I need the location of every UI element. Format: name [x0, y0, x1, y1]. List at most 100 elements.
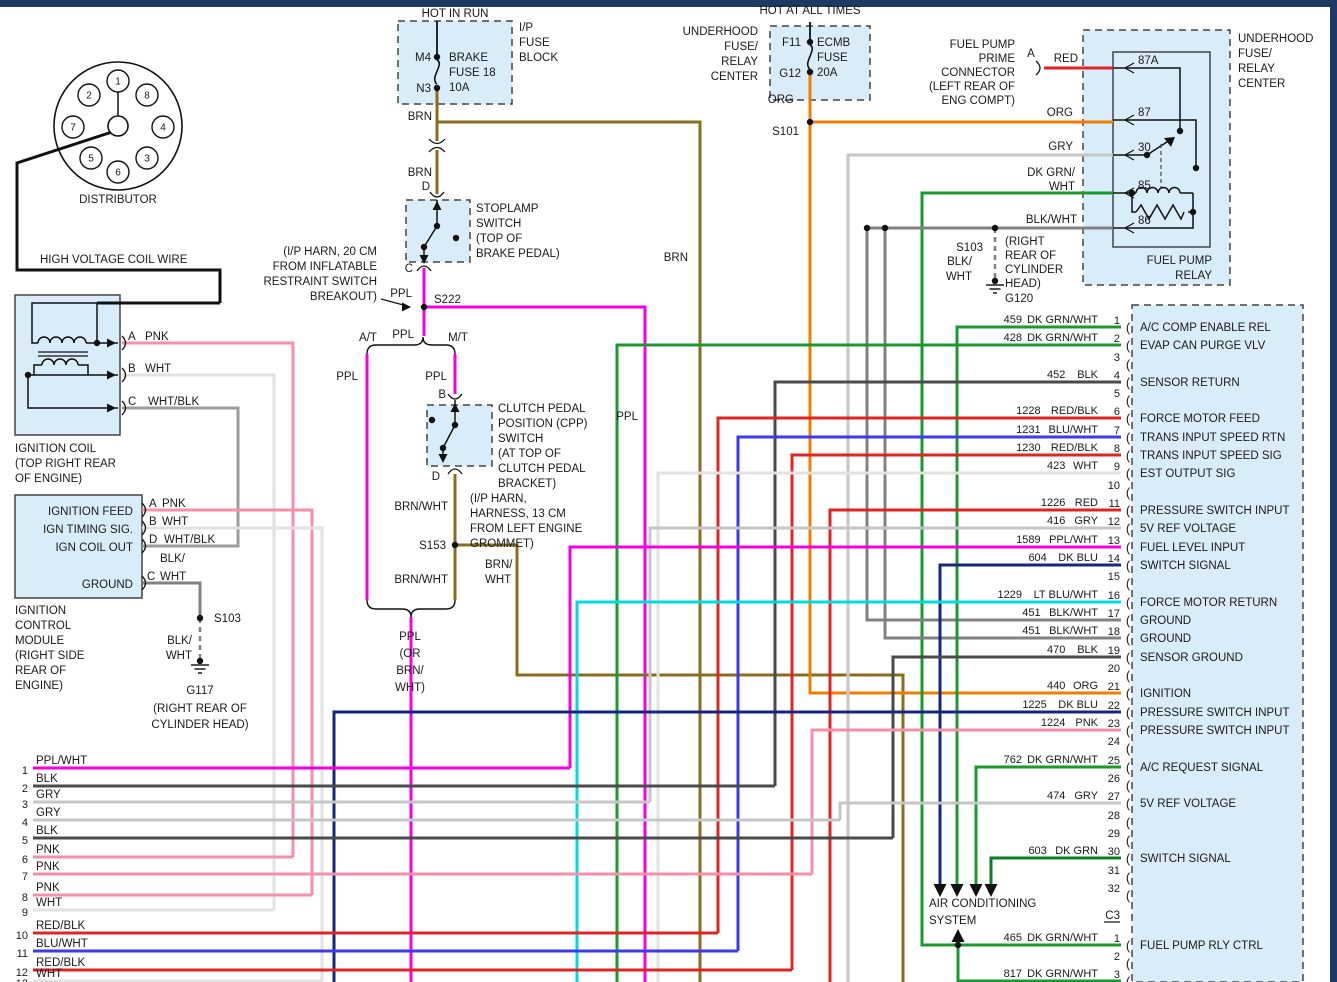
icm-pin-d-arc — [141, 538, 147, 554]
pcm-pin-number-17: 17 — [1108, 608, 1120, 620]
label-restraint-switch: RESTRAINT SWITCH — [263, 276, 377, 288]
pcm-pin-circuit-21: 440 — [1047, 680, 1065, 692]
pcm-c3-pin-number-1: 1 — [1114, 933, 1120, 945]
left-row-number-6: 6 — [22, 854, 28, 866]
arrowhead-d — [950, 884, 964, 897]
ignition-coil-box — [14, 294, 121, 436]
relay-pin-arrow-86 — [1123, 222, 1135, 234]
label-position-cpp: POSITION (CPP) — [498, 418, 588, 430]
label-c: C — [147, 571, 155, 583]
pin1-ac-comp — [955, 325, 1121, 884]
pcm-pin-bracket-25: ( — [1126, 760, 1131, 775]
pcm-pin-bracket-22: ( — [1126, 705, 1131, 720]
label-87: 87 — [1138, 107, 1151, 119]
pcm-pin-bracket-28: ( — [1126, 815, 1131, 830]
pcm-pin-circuit-19: 470 — [1047, 644, 1065, 656]
pcm-pin-label-1: A/C COMP ENABLE REL — [1140, 322, 1271, 334]
coil-pin-c-arc — [121, 400, 127, 416]
label-ppl: PPL — [616, 411, 638, 423]
left-row-number-8: 8 — [22, 892, 28, 904]
fuel-pump-relay-box — [1112, 51, 1211, 248]
label-cylinder: CYLINDER — [1005, 264, 1063, 276]
pcm-pin-label-4: SENSOR RETURN — [1140, 377, 1240, 389]
pcm-pin-bracket-27: ( — [1126, 796, 1131, 811]
pcm-pin-label-25: A/C REQUEST SIGNAL — [1140, 762, 1264, 774]
distributor-terminal-number-4: 4 — [160, 123, 166, 134]
pcm-pin-circuit-11: 1226 — [1041, 497, 1065, 509]
label-bracket: BRACKET) — [498, 478, 556, 490]
pcm-pin-bracket-5: ( — [1126, 393, 1131, 408]
underhood-relay-center-box — [1082, 29, 1231, 286]
pcm-pin-circuit-22: 1225 — [1022, 699, 1046, 711]
label-d: D — [149, 534, 157, 546]
terminal-d-stoplamp — [429, 191, 445, 198]
gry-30 — [846, 153, 1113, 982]
pcm-pin-bracket-29: ( — [1126, 833, 1131, 848]
label-head: HEAD) — [1005, 278, 1041, 290]
pin30-switch-signal — [989, 856, 1121, 884]
brake-fuse-element — [433, 59, 441, 85]
icm-pin-b-arc — [141, 520, 147, 536]
label-m-t: M/T — [448, 332, 468, 344]
label-clutch-pedal: CLUTCH PEDAL — [498, 403, 586, 415]
arrowhead-d2 — [438, 454, 448, 463]
distributor-terminal-number-5: 5 — [88, 154, 94, 165]
blkwht-pin18 — [883, 228, 1121, 640]
blkwht-pin17 — [865, 228, 1121, 622]
distributor-terminal-number-6: 6 — [115, 168, 121, 179]
label-ign-timing-sig: IGN TIMING SIG. — [43, 524, 133, 536]
pcm-pin-bracket-21: ( — [1126, 686, 1131, 701]
pcm-pin-number-18: 18 — [1108, 626, 1120, 638]
label-brn-wht: BRN/WHT — [394, 501, 448, 513]
pin13-fuel-level — [568, 545, 1121, 768]
arrowhead-r2 — [402, 302, 411, 312]
arrowhead-ur — [1164, 137, 1175, 147]
label-fuse: FUSE — [817, 52, 848, 64]
pcm-pin-bracket-12: ( — [1126, 521, 1131, 536]
left-row-number-1: 1 — [22, 765, 28, 777]
pcm-pin-label-6: FORCE MOTOR FEED — [1140, 413, 1260, 425]
label-ppl: PPL — [399, 631, 421, 643]
pcm-pin-wirecolor-25: DK GRN/WHT — [1027, 754, 1098, 766]
terminal-b-cpp — [447, 393, 463, 400]
label-grommet: GROMMET) — [470, 538, 534, 550]
pcm-pin-bracket-15: ( — [1126, 576, 1131, 591]
left-row-number-2: 2 — [22, 783, 28, 795]
junction-dot — [433, 53, 441, 61]
pcm-pin-circuit-8: 1230 — [1016, 442, 1040, 454]
label-wht-blk: WHT/BLK — [164, 534, 215, 546]
label-blk: BLK/ — [947, 256, 973, 268]
label-gry: GRY — [1048, 141, 1073, 153]
label-i-p-harn-20-cm: (I/P HARN, 20 CM — [283, 246, 377, 258]
label-clutch-pedal: CLUTCH PEDAL — [498, 463, 586, 475]
pcm-pin-wirecolor-4: BLK — [1077, 369, 1098, 381]
pcm-pin-circuit-30: 603 — [1028, 845, 1046, 857]
label-n3: N3 — [416, 83, 431, 95]
label-cylinder-head: CYLINDER HEAD) — [151, 719, 248, 731]
ecmb-fuse-element — [806, 44, 814, 70]
org-ignition — [808, 72, 1121, 695]
relay-86-int — [1113, 212, 1194, 229]
label-eng-compt: ENG COMPT) — [942, 95, 1016, 107]
pcm-pin-number-14: 14 — [1108, 553, 1120, 565]
ppl-s222-right — [424, 305, 647, 982]
pcm-pin-label-22: PRESSURE SWITCH INPUT — [1140, 707, 1290, 719]
label-blk: BLK/ — [167, 635, 193, 647]
distributor-terminal-3 — [135, 146, 159, 170]
distributor-terminal-7 — [61, 115, 85, 139]
left-row-number-7: 7 — [22, 871, 28, 883]
left-row-number-5: 5 — [22, 835, 28, 847]
pin16-force-motor-return — [575, 600, 1121, 982]
label-brn-wht: BRN/WHT — [394, 574, 448, 586]
label-of-engine: OF ENGINE) — [15, 473, 82, 485]
split-brace-at-mt — [366, 336, 456, 355]
left-row-label-9: WHT — [36, 897, 62, 909]
pcm-pin-label-9: EST OUTPUT SIG — [1140, 468, 1235, 480]
junction-dot — [1128, 189, 1136, 197]
pcm-pin-number-6: 6 — [1114, 406, 1120, 418]
label-a-t: A/T — [359, 332, 377, 344]
pcm-pin-number-26: 26 — [1108, 773, 1120, 785]
pcm-pin-circuit-6: 1228 — [1016, 405, 1040, 417]
junction-dot — [420, 303, 428, 311]
pcm-pin-bracket-8: ( — [1126, 448, 1131, 463]
